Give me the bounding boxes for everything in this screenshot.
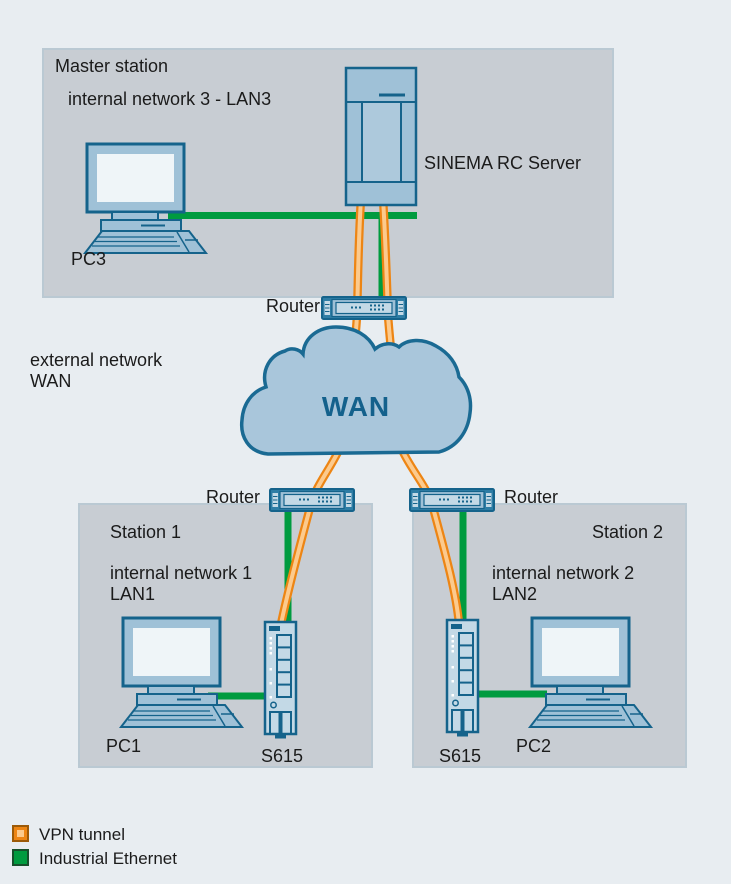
wan-cloud-label: WAN: [322, 391, 390, 422]
vpn-tunnel-swatch: [12, 825, 29, 842]
lan2-line2: LAN2: [492, 584, 538, 605]
sinema-rc-server-device: [344, 66, 418, 207]
vpn-tunnel-swatch-inner: [17, 830, 24, 837]
pc2-device: [528, 616, 653, 729]
lan3-label: internal network 3 - LAN3: [68, 89, 272, 109]
pc2-label: PC2: [516, 736, 552, 756]
master-station-title: Master station: [55, 56, 169, 76]
lan1-label: internal network 1 LAN1: [110, 563, 252, 605]
wan-router-device: [321, 296, 407, 320]
lan2-line1: internal network 2: [492, 563, 635, 583]
station1-router-device: [269, 488, 355, 512]
lan1-line1: internal network 1: [110, 563, 253, 583]
station2-title: Station 2: [591, 522, 663, 542]
legend-vpn-label: VPN tunnel: [39, 825, 125, 844]
industrial-ethernet-swatch: [12, 849, 29, 866]
sinema-rc-server-label: SINEMA RC Server: [424, 153, 582, 173]
pc3-device: [83, 142, 208, 255]
pc3-label: PC3: [71, 249, 107, 269]
station1-s615-label: S615: [261, 746, 304, 766]
lan1-line2: LAN1: [110, 584, 156, 605]
station1-title: Station 1: [110, 522, 182, 542]
wan-cloud: [239, 325, 473, 456]
station2-router-device: [409, 488, 495, 512]
station1-router-label: Router: [206, 487, 261, 507]
pc1-label: PC1: [106, 736, 142, 756]
station2-s615-label: S615: [439, 746, 482, 766]
station1-s615-device: [263, 620, 298, 740]
pc1-device: [119, 616, 244, 729]
station2-router-label: Router: [504, 487, 559, 507]
lan2-label: internal network 2 LAN2: [492, 563, 634, 605]
external-network-line1: external network: [30, 350, 163, 370]
station2-s615-device: [445, 618, 480, 738]
external-network-label: external network WAN: [30, 350, 162, 392]
external-network-line2: WAN: [30, 371, 72, 392]
legend-ethernet-label: Industrial Ethernet: [39, 849, 177, 868]
wan-router-label: Router: [266, 296, 321, 316]
